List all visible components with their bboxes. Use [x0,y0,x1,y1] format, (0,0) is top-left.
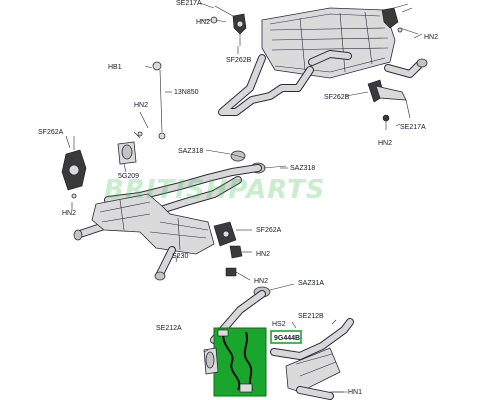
label-9g444b[interactable]: 9G444B [274,335,300,342]
front-tailpipe [154,246,176,281]
clamp-5g209 [117,131,143,165]
label-hn2-left: HN2 [134,102,148,109]
label-sf262a-right: SF262A [256,227,282,234]
label-hn2-top-right: HN2 [424,34,438,41]
label-hn2-lower-left: HN2 [62,210,76,217]
label-se212b: SE212B [298,313,324,320]
hanger-sf262a-right [213,221,252,247]
label-hn2-mid: HN2 [256,251,270,258]
clamp-saz318-upper [230,150,246,162]
label-s230: S230 [172,253,188,260]
highlight-box-9g444b[interactable] [213,327,267,397]
label-se217a-top: SE217A [176,0,202,7]
rear-muffler [261,7,396,79]
watermark: BRITISHPARTS [104,175,326,205]
hanger-top-right [381,3,419,35]
label-13n850: 13N850 [174,89,199,96]
sensor-body-left [203,347,219,375]
label-se217a-right: SE217A [400,124,426,131]
front-muffler-s230 [91,193,215,255]
label-saz318-a: SAZ318 [178,148,203,155]
hanger-sf262a-left [61,136,87,199]
label-se212a: SE212A [156,325,182,332]
label-sf262b-a: SF262B [226,57,252,64]
catalyst-assembly [270,318,354,400]
label-sf262a-left: SF262A [38,129,64,136]
label-saz318-b: SAZ318 [290,165,315,172]
label-box-9g444b[interactable] [270,330,302,344]
hanger-top-left [214,5,247,46]
label-sf262b-b: SF262B [324,94,350,101]
small-nut-mid [229,245,252,259]
label-5g209: 5G209 [118,173,139,180]
intermediate-pipe [218,50,352,116]
label-hs2: HS2 [272,321,286,328]
label-hn2-right: HN2 [378,140,392,147]
label-saz31a: SAZ31A [298,280,324,287]
label-hb1: HB1 [108,64,122,71]
rear-tailpipe [384,58,428,78]
label-hn2-mid2: HN2 [254,278,268,285]
label-hn1: HN1 [348,389,362,396]
link-rod [144,61,172,140]
small-nut-lower [225,267,251,281]
label-hn2-top: HN2 [196,19,210,26]
hanger-sf262b-right [367,79,411,130]
leader-lines [65,2,423,393]
